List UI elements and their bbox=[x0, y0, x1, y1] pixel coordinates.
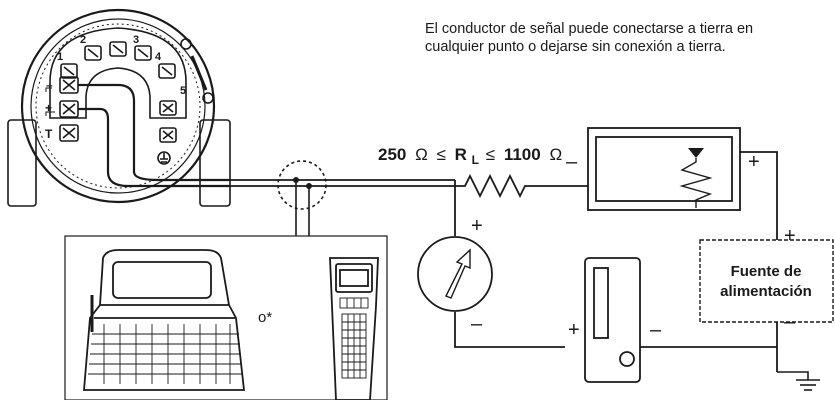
polarity-plus: + bbox=[568, 319, 580, 341]
transmitter-right-lug bbox=[199, 119, 231, 207]
transmitter-left-lug bbox=[7, 119, 37, 207]
laptop-icon bbox=[83, 249, 246, 391]
indicator-icon bbox=[587, 127, 741, 211]
earth-ground-icon bbox=[777, 371, 820, 391]
terminal-label-4: 4 bbox=[155, 51, 162, 63]
resistor-low-value: 250 bbox=[378, 145, 406, 164]
polarity-minus: – bbox=[566, 151, 578, 173]
communicator-box bbox=[64, 235, 388, 400]
housing-screw-icon bbox=[180, 38, 192, 50]
connection-point-circle bbox=[277, 160, 327, 210]
terminal-screw-icon bbox=[59, 100, 79, 118]
load-resistor-icon bbox=[268, 173, 588, 199]
polarity-plus: + bbox=[748, 151, 760, 173]
polarity-plus: + bbox=[471, 215, 483, 237]
terminal-screw-icon bbox=[158, 63, 176, 79]
resistor-subscript: L bbox=[472, 153, 479, 167]
ohm-symbol: Ω bbox=[549, 145, 562, 164]
grounding-note: El conductor de señal puede conectarse a… bbox=[425, 20, 830, 56]
terminal-label-minus: – bbox=[46, 78, 53, 92]
power-supply-label-line1: Fuente de bbox=[731, 263, 802, 280]
transmitter-inner-ring bbox=[30, 18, 206, 194]
terminal-screw-icon bbox=[84, 45, 102, 61]
resistor-label: 250 Ω ≤ R L ≤ 1100 Ω bbox=[378, 145, 562, 168]
polarity-minus: – bbox=[650, 319, 662, 341]
resistor-symbol: R bbox=[455, 145, 467, 164]
grounding-note-line2: cualquier punto o dejarse sin conexión a… bbox=[425, 39, 726, 55]
process-device-icon bbox=[584, 257, 641, 383]
terminal-label-t: T bbox=[45, 127, 53, 141]
polarity-plus: + bbox=[784, 225, 796, 247]
terminal-label-5: 5 bbox=[180, 85, 186, 97]
terminal-screw-icon bbox=[59, 124, 79, 142]
transmitter-thread bbox=[35, 23, 201, 189]
le-symbol: ≤ bbox=[437, 145, 446, 164]
le-symbol: ≤ bbox=[486, 145, 495, 164]
ohm-symbol: Ω bbox=[415, 145, 428, 164]
terminal-label-1: 1 bbox=[57, 51, 63, 63]
resistor-high-value: 1100 bbox=[504, 145, 541, 164]
grounding-note-line1: El conductor de señal puede conectarse a… bbox=[425, 21, 754, 37]
terminal-label-plus: + bbox=[45, 101, 52, 115]
terminal-screw-icon bbox=[60, 63, 78, 79]
terminal-screw-icon bbox=[134, 45, 152, 61]
polarity-minus: – bbox=[471, 313, 483, 335]
current-meter-icon bbox=[417, 236, 493, 312]
terminal-screw-icon bbox=[109, 41, 127, 57]
polarity-minus: – bbox=[784, 311, 796, 333]
ground-screw-icon bbox=[157, 151, 171, 165]
power-supply-box bbox=[699, 239, 834, 323]
terminal-screw-icon bbox=[159, 127, 177, 143]
communicator-separator: o* bbox=[258, 309, 272, 326]
loop-wiring bbox=[215, 151, 820, 391]
terminal-label-3: 3 bbox=[133, 34, 139, 46]
housing-screw-icon bbox=[202, 92, 214, 104]
handheld-communicator-icon bbox=[329, 257, 379, 400]
power-supply-label-line2: alimentación bbox=[720, 283, 812, 300]
terminal-screw-icon bbox=[59, 76, 79, 94]
transmitter-outer-ring bbox=[20, 8, 216, 204]
terminal-screw-icon bbox=[159, 100, 177, 116]
transmitter bbox=[7, 8, 231, 207]
terminal-label-2: 2 bbox=[80, 34, 86, 46]
terminal-block bbox=[49, 27, 187, 119]
